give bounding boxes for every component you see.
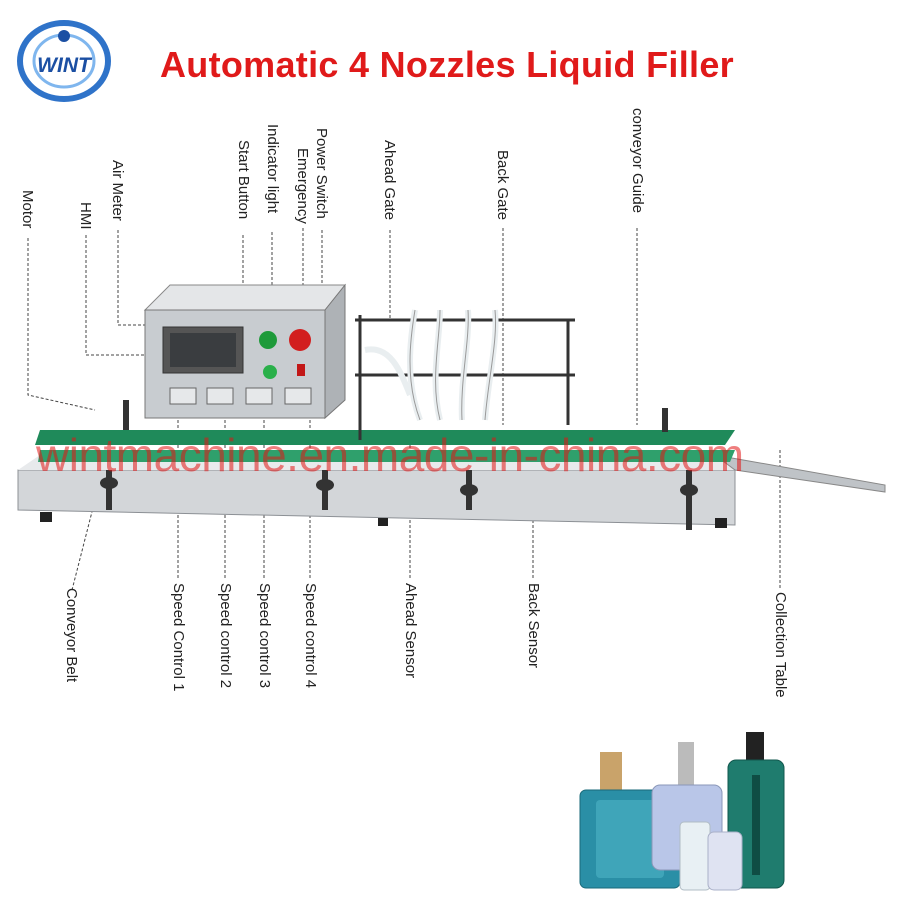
label-ahead-sensor: Ahead Sensor bbox=[402, 583, 419, 679]
label-conveyor-belt: Conveyor Belt bbox=[63, 588, 80, 683]
label-speed-control-2: Speed control 2 bbox=[217, 583, 234, 689]
label-back-sensor: Back Sensor bbox=[525, 583, 542, 669]
guide-clamps bbox=[100, 400, 698, 530]
watermark-text: wintmachine.en.made-in-china.com bbox=[36, 429, 744, 481]
label-start-button: Start Button bbox=[235, 140, 252, 220]
label-air-meter: Air Meter bbox=[109, 160, 126, 221]
collection-table bbox=[714, 454, 886, 493]
top-leader-lines bbox=[27, 228, 638, 425]
page-title: Automatic 4 Nozzles Liquid Filler bbox=[160, 44, 734, 85]
label-conveyor-guide: conveyor Guide bbox=[629, 108, 646, 214]
label-speed-control-4: Speed control 4 bbox=[302, 583, 319, 689]
label-emergency: Emergency bbox=[294, 148, 311, 224]
label-hmi: HMI bbox=[77, 202, 94, 230]
company-logo: WINT bbox=[14, 14, 114, 104]
logo-ring-icon bbox=[17, 20, 111, 102]
label-collection-table: Collection Table bbox=[772, 592, 789, 698]
conveyor-belt bbox=[38, 450, 735, 462]
label-back-gate: Back Gate bbox=[494, 150, 511, 221]
label-power-switch: Power Switch bbox=[313, 128, 330, 219]
label-speed-control-3: Speed control 3 bbox=[256, 583, 273, 689]
conveyor-guide-rail bbox=[35, 430, 735, 445]
bottles-image bbox=[579, 732, 785, 891]
nozzle-frame bbox=[355, 315, 575, 440]
label-speed-control-1: Speed Control 1 bbox=[170, 583, 187, 692]
label-ahead-gate: Ahead Gate bbox=[381, 140, 398, 221]
control-cabinet bbox=[143, 283, 347, 420]
label-motor: Motor bbox=[19, 190, 36, 229]
nozzle-tubes bbox=[364, 309, 499, 422]
label-indicator-light: Indicator light bbox=[264, 124, 281, 214]
logo-text: WINT bbox=[37, 54, 91, 77]
